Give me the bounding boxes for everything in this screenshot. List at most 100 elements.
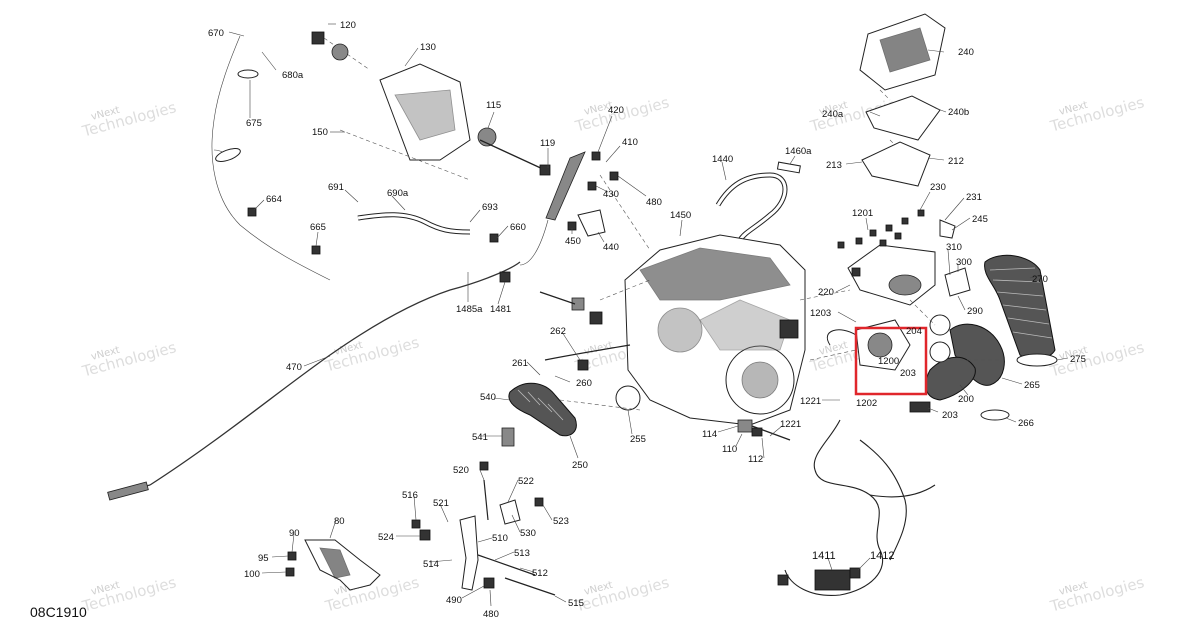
callout-420: 420 (608, 105, 624, 116)
leader-lines (228, 23, 1069, 607)
callout-693: 693 (482, 202, 498, 213)
svg-text:Technologies: Technologies (79, 98, 178, 141)
callout-480b: 480 (483, 609, 499, 620)
callout-200: 200 (958, 394, 974, 405)
callout-520: 520 (453, 465, 469, 476)
callout-1440: 1440 (712, 154, 733, 165)
callout-204: 204 (906, 326, 922, 337)
callout-1202: 1202 (856, 398, 877, 409)
callout-240b: 240b (948, 107, 969, 118)
callout-664: 664 (266, 194, 282, 205)
callout-80: 80 (334, 516, 345, 527)
callout-1200: 1200 (878, 356, 899, 367)
fastener-group-left (247, 207, 603, 371)
callout-250: 250 (572, 460, 588, 471)
pedal-linkage (411, 461, 556, 596)
callout-100: 100 (244, 569, 260, 580)
callout-1460a: 1460a (785, 146, 812, 157)
callout-1485a: 1485a (456, 304, 483, 315)
callout-90: 90 (289, 528, 300, 539)
svg-text:Technologies: Technologies (79, 573, 178, 616)
bracket-440 (577, 209, 606, 237)
gasket-240b (865, 95, 941, 141)
duct-265 (925, 323, 1005, 401)
callout-430: 430 (603, 189, 619, 200)
callout-514: 514 (423, 559, 439, 570)
svg-text:Technologies: Technologies (1047, 93, 1146, 136)
callout-1221b: 1221 (780, 419, 801, 430)
pedal-80 (285, 539, 381, 591)
callout-522: 522 (518, 476, 534, 487)
gasket-255 (615, 385, 641, 411)
callout-1481: 1481 (490, 304, 511, 315)
callout-220: 220 (818, 287, 834, 298)
callout-290: 290 (967, 306, 983, 317)
callout-524: 524 (378, 532, 394, 543)
callout-112: 112 (748, 454, 763, 465)
callout-410: 410 (622, 137, 638, 148)
hose-1460a (776, 161, 801, 174)
cable-spring-end (107, 481, 149, 501)
callout-240a: 240a (822, 109, 844, 120)
parts (107, 13, 1058, 596)
callout-265: 265 (1024, 380, 1040, 391)
callout-691: 691 (328, 182, 344, 193)
clamp-275 (1016, 353, 1058, 367)
engine-block (624, 234, 806, 426)
callout-275: 275 (1070, 354, 1086, 365)
callout-230: 230 (930, 182, 946, 193)
clamp-680a (237, 69, 259, 79)
callout-1411: 1411 (812, 550, 836, 562)
cable-spring-top (545, 151, 586, 221)
callout-120: 120 (340, 20, 356, 31)
callout-261: 261 (512, 358, 528, 369)
callout-516: 516 (402, 490, 418, 501)
callout-512: 512 (532, 568, 548, 579)
cable-470 (111, 261, 521, 496)
callout-510: 510 (492, 533, 508, 544)
callout-213: 213 (826, 160, 842, 171)
callout-labels: 670 120 130 680a 675 150 115 119 420 410… (208, 20, 1086, 620)
callout-262: 262 (550, 326, 566, 337)
callout-540: 540 (480, 392, 496, 403)
callout-203a: 203 (900, 368, 916, 379)
highlight-box (854, 326, 928, 396)
svg-text:Technologies: Technologies (1047, 573, 1146, 616)
callout-1203: 1203 (810, 308, 831, 319)
clamp-675 (215, 148, 241, 162)
callout-490: 490 (446, 595, 462, 606)
callout-150: 150 (312, 127, 328, 138)
callout-521: 521 (433, 498, 449, 509)
callout-530: 530 (520, 528, 536, 539)
callout-450: 450 (565, 236, 581, 247)
callout-523: 523 (553, 516, 569, 527)
callout-266: 266 (1018, 418, 1034, 429)
callout-541: 541 (472, 432, 488, 443)
callout-95: 95 (258, 553, 269, 564)
fasteners-1201 (837, 209, 956, 249)
callout-130: 130 (420, 42, 436, 53)
callout-680a: 680a (282, 70, 304, 81)
callout-115: 115 (486, 100, 501, 111)
bolt-110 (737, 419, 791, 441)
callout-480a: 480 (646, 197, 662, 208)
callout-114: 114 (702, 429, 717, 440)
callout-513: 513 (514, 548, 530, 559)
callout-675: 675 (246, 118, 262, 129)
duct-250 (508, 382, 577, 437)
gasket-204 (929, 314, 951, 336)
callout-255: 255 (630, 434, 646, 445)
callout-660: 660 (510, 222, 526, 233)
callout-440: 440 (603, 242, 619, 253)
air-box-base-220 (847, 244, 936, 306)
callout-310: 310 (946, 242, 962, 253)
callout-665: 665 (310, 222, 326, 233)
svg-text:Technologies: Technologies (1047, 338, 1146, 381)
svg-text:Technologies: Technologies (572, 573, 671, 616)
callout-203b: 203 (942, 410, 958, 421)
gasket-203 (929, 341, 951, 363)
callout-1412: 1412 (870, 550, 894, 562)
callout-260: 260 (576, 378, 592, 389)
